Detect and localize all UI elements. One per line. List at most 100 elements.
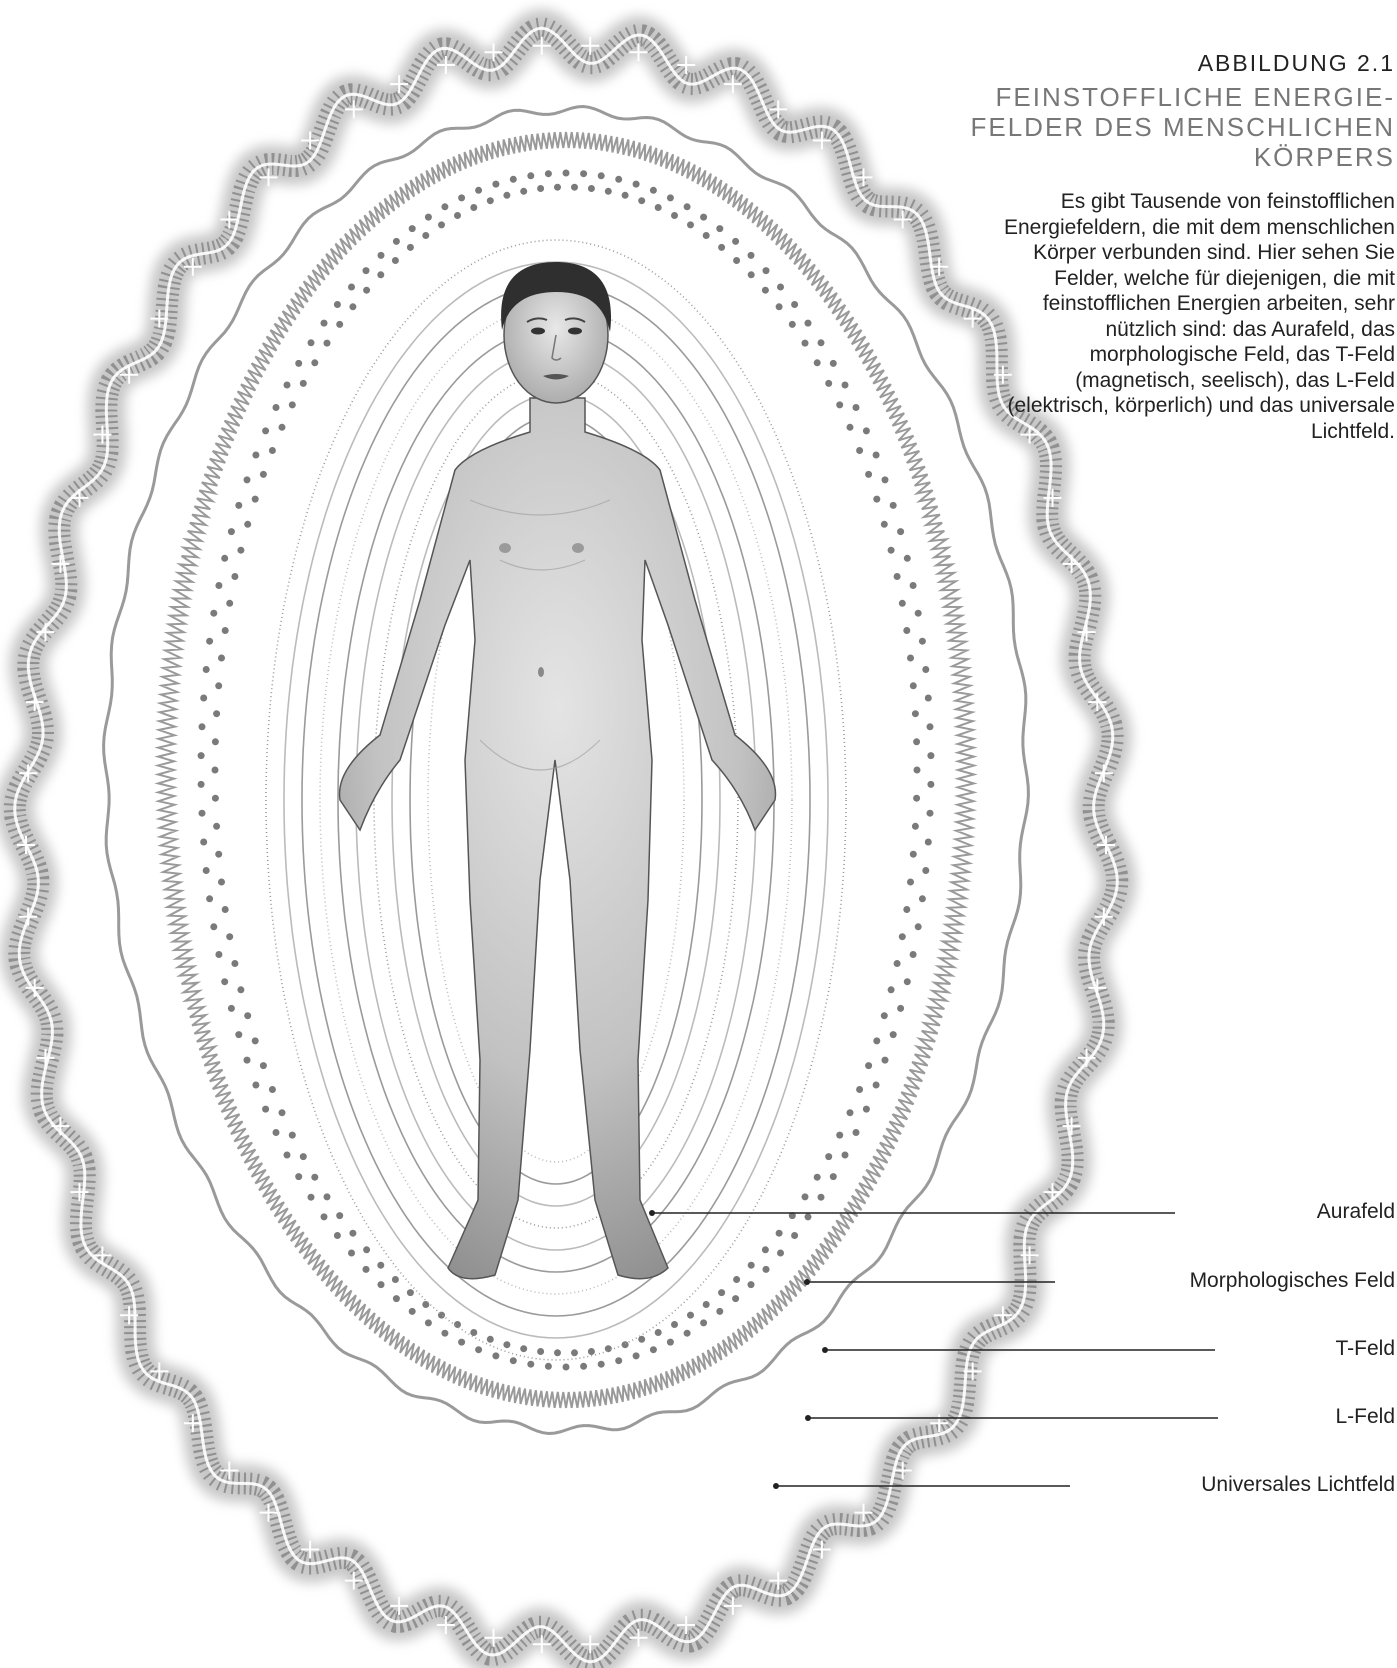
morph-dot [221, 978, 228, 985]
morph-dot [882, 476, 889, 483]
morph-dot [226, 933, 233, 940]
morph-dot [907, 655, 914, 662]
morph-dot [836, 401, 843, 408]
morph-dot [571, 184, 578, 191]
morph-dot [295, 1173, 302, 1180]
morph-dot [847, 1109, 854, 1116]
morph-dot [269, 447, 276, 454]
morph-dot [588, 185, 595, 192]
morph-dot [732, 1295, 739, 1302]
morph-dot [492, 181, 499, 188]
morph-dot [890, 1031, 897, 1038]
morph-dot [915, 610, 922, 617]
morph-dot [718, 244, 725, 251]
morph-dot [422, 232, 429, 239]
morph-dot [215, 851, 222, 858]
morph-dot [212, 795, 219, 802]
morph-dot [300, 380, 307, 387]
morph-dot [847, 424, 854, 431]
morph-dot [667, 194, 674, 201]
morph-dot [284, 1152, 291, 1159]
morph-dot [545, 1363, 552, 1370]
morph-dot [927, 723, 934, 730]
morph-dot [580, 1363, 587, 1370]
morph-dot [910, 682, 917, 689]
morph-dot [571, 1349, 578, 1356]
morph-dot [273, 404, 280, 411]
morph-dot [873, 452, 880, 459]
morph-dot [336, 321, 343, 328]
morph-dot [284, 382, 291, 389]
morph-dot [215, 951, 222, 958]
morph-dot [308, 1194, 315, 1201]
morph-dot [763, 267, 770, 274]
leader-l-feld [805, 1415, 1218, 1421]
morph-dot [633, 1352, 640, 1359]
morph-dot [311, 359, 318, 366]
morph-dot [802, 340, 809, 347]
morph-dot [716, 225, 723, 232]
morph-dot [321, 320, 328, 327]
morph-dot [894, 960, 901, 967]
morph-dot [348, 1250, 355, 1257]
morph-dot [545, 170, 552, 177]
morph-dot [873, 1082, 880, 1089]
leader-aurafeld [649, 1210, 1175, 1216]
morph-dot [237, 986, 244, 993]
morph-dot [718, 1289, 725, 1296]
morph-dot [865, 471, 872, 478]
figure-label: ABBILDUNG 2.1 [1198, 50, 1395, 77]
left-eye [531, 328, 545, 335]
morph-dot [904, 555, 911, 562]
morph-dot [228, 1005, 235, 1012]
morph-dot [378, 1281, 385, 1288]
morph-dot [210, 610, 217, 617]
morph-dot [776, 1230, 783, 1237]
morph-dot [475, 1346, 482, 1353]
morph-dot [503, 1341, 510, 1348]
morph-dot [899, 933, 906, 940]
morph-dot [279, 424, 286, 431]
morph-dot [206, 895, 213, 902]
morph-dot [510, 176, 517, 183]
morph-dot [409, 225, 416, 232]
morph-dot [805, 320, 812, 327]
callout-aurafeld: Aurafeld [1317, 1200, 1395, 1224]
morph-dot [279, 1109, 286, 1116]
morph-dot [588, 1348, 595, 1355]
morph-dot [198, 752, 205, 759]
morph-dot [894, 573, 901, 580]
morph-dot [638, 1336, 645, 1343]
morph-dot [222, 627, 229, 634]
morph-dot [863, 427, 870, 434]
morph-dot [615, 1357, 622, 1364]
morph-dot [262, 1106, 269, 1113]
morph-dot [914, 767, 921, 774]
morph-dot [300, 1153, 307, 1160]
morph-dot [922, 867, 929, 874]
morph-dot [580, 170, 587, 177]
morph-dot [228, 528, 235, 535]
morph-dot [818, 1194, 825, 1201]
morph-dot [213, 710, 220, 717]
morph-dot [882, 1057, 889, 1064]
morph-dot [235, 1031, 242, 1038]
morph-dot [212, 738, 219, 745]
morph-dot [252, 452, 259, 459]
callout-universales-lichtfeld: Universales Lichtfeld [1201, 1473, 1395, 1497]
morph-dot [262, 427, 269, 434]
morph-dot [441, 1330, 448, 1337]
morph-dot [733, 257, 740, 264]
morph-dot [655, 1329, 662, 1336]
morph-dot [407, 1289, 414, 1296]
left-breast-mark [499, 543, 511, 553]
morph-dot [487, 1336, 494, 1343]
morph-dot [897, 528, 904, 535]
morph-dot [881, 521, 888, 528]
morph-dot [210, 923, 217, 930]
morph-dot [910, 951, 917, 958]
morph-dot [203, 666, 210, 673]
morph-dot [244, 1057, 251, 1064]
morph-dot [598, 172, 605, 179]
morph-dot [334, 1232, 341, 1239]
